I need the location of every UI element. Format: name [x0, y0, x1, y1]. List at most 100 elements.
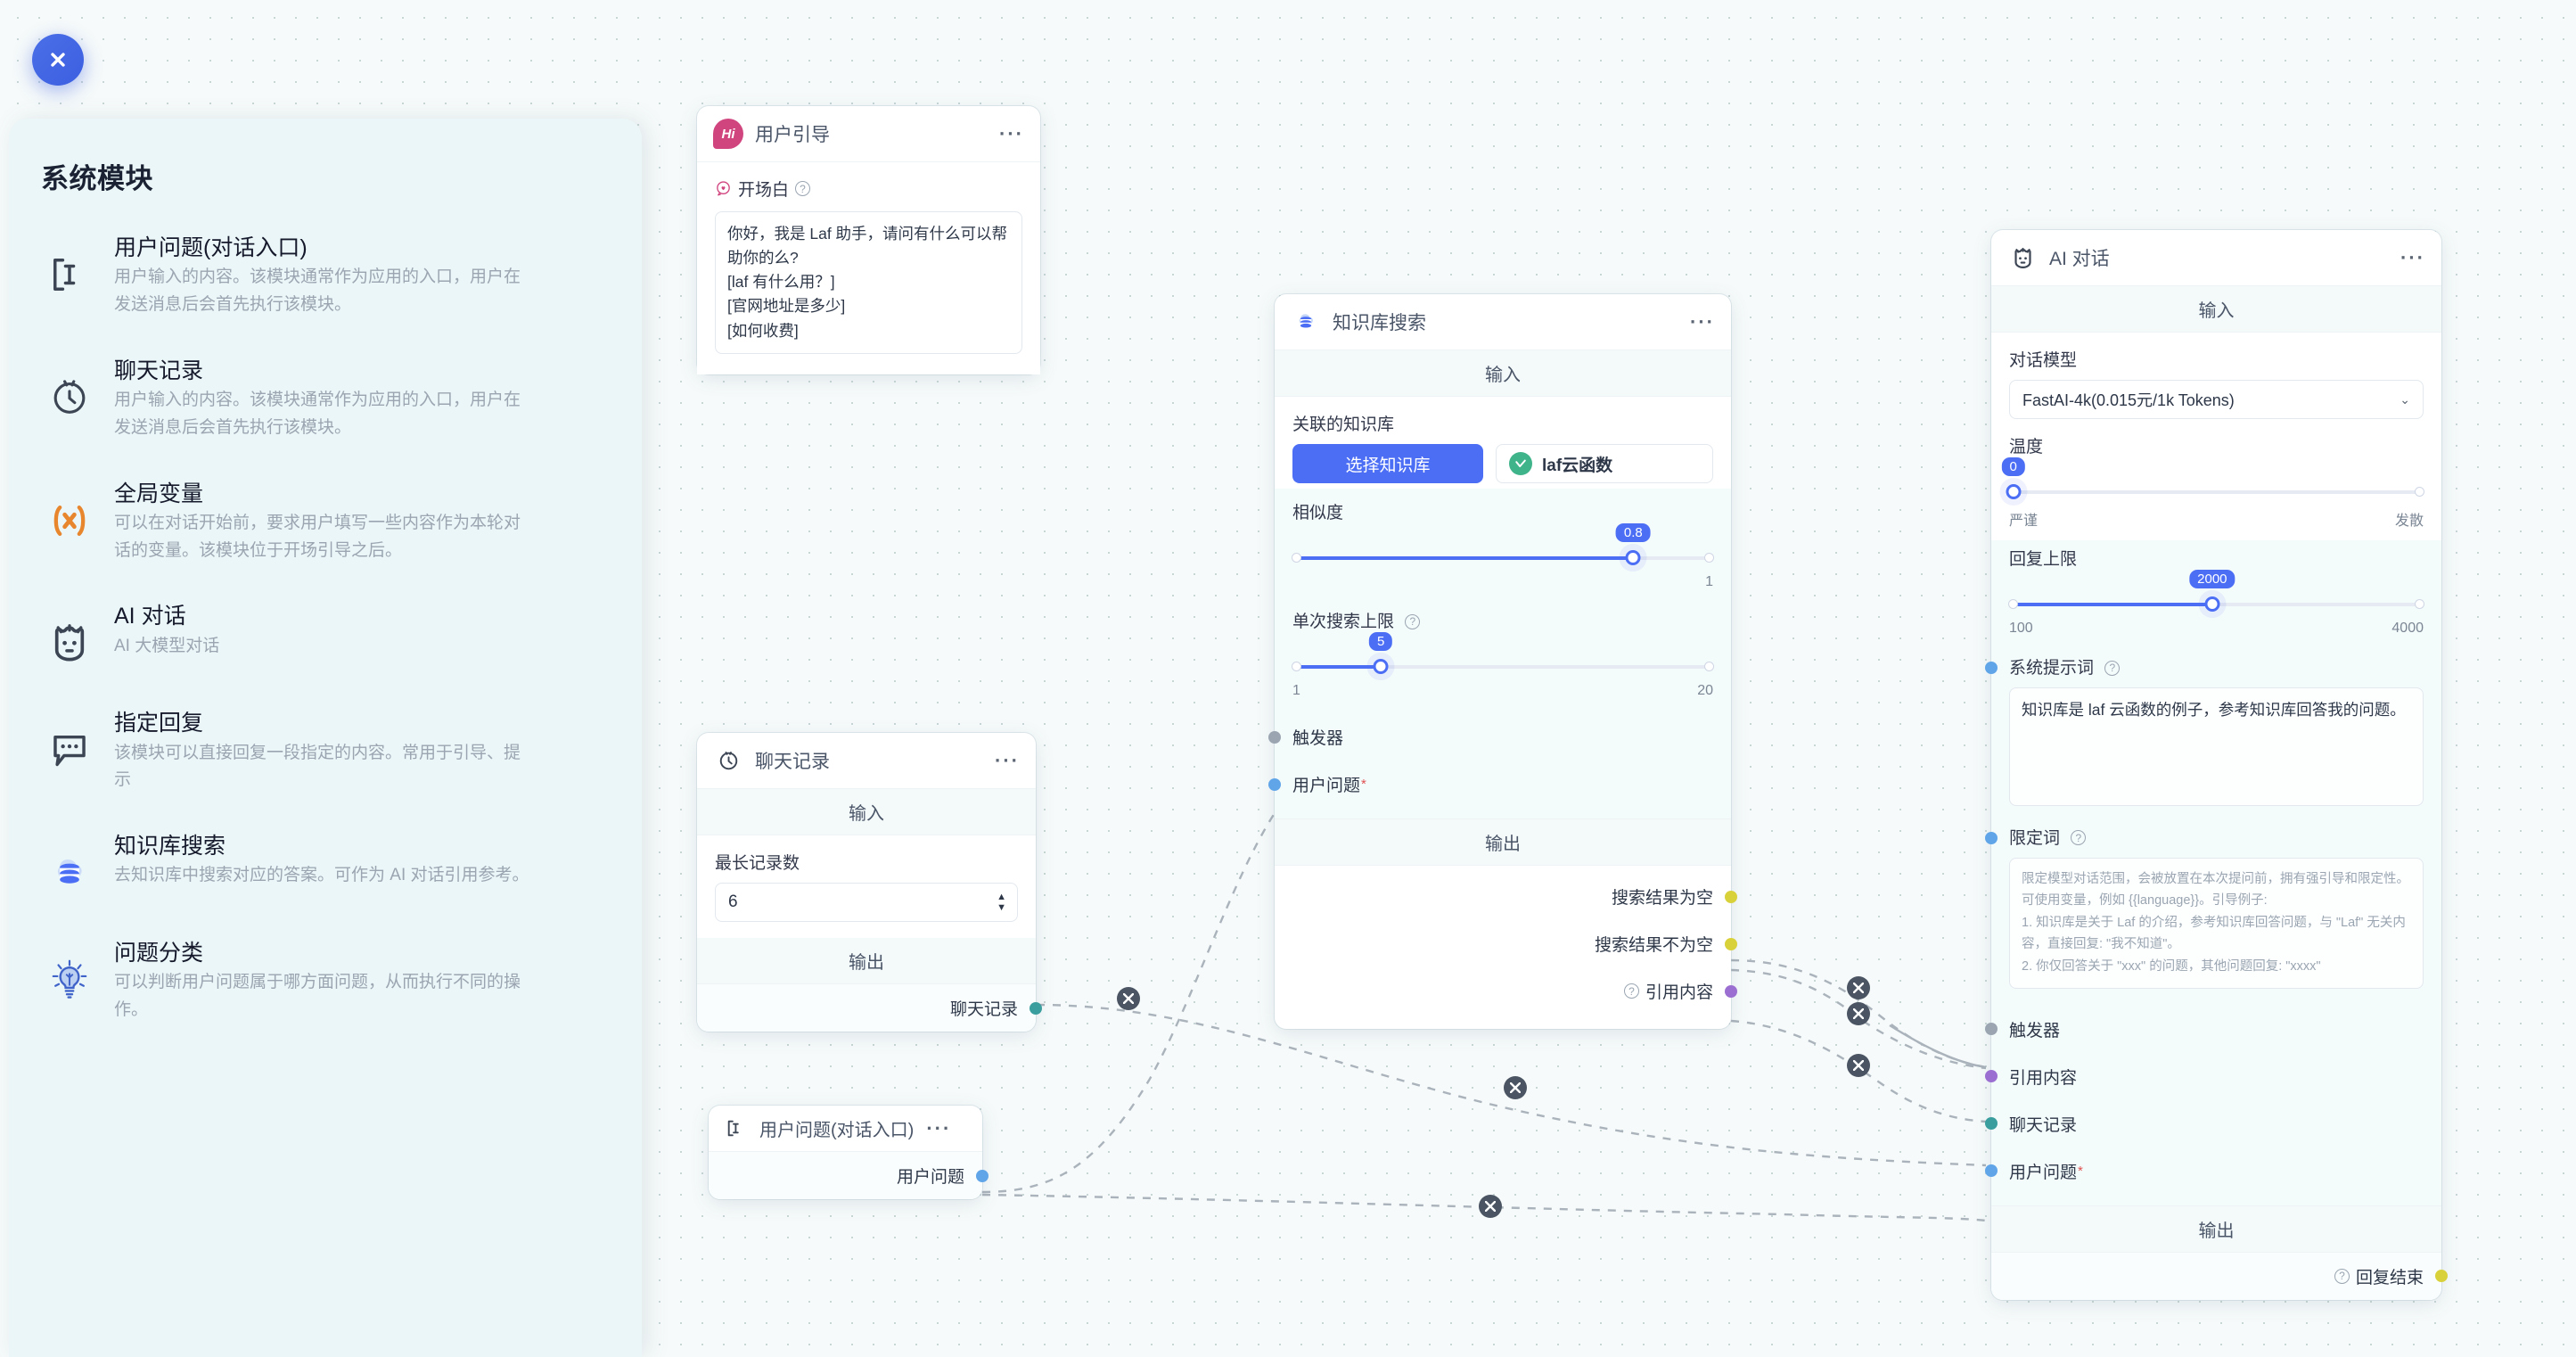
help-icon[interactable]: ?	[1623, 983, 1639, 999]
model-select[interactable]: FastAI-4k(0.015元/1k Tokens) ⌄	[2009, 380, 2424, 419]
system-prompt-input[interactable]: 知识库是 laf 云函数的例子，参考知识库回答我的问题。	[2009, 687, 2424, 806]
node-chat-history[interactable]: 聊天记录 ··· 输入 最长记录数 6 ▲ ▼ 输出 聊天记录	[697, 733, 1042, 1032]
port-label: 用户问题	[2009, 1163, 2078, 1182]
input-port-user-question[interactable]: 用户问题*	[1985, 1147, 2441, 1195]
node-menu-button[interactable]: ···	[999, 122, 1024, 145]
port-dot-limit-word[interactable]	[1985, 831, 1998, 844]
module-name: 知识库搜索	[114, 834, 226, 859]
node-ai-chat[interactable]: AI 对话 ··· 输入 对话模型 FastAI-4k(0.015元/1k To…	[1985, 230, 2448, 1300]
max-records-label: 最长记录数	[715, 854, 800, 873]
select-kb-button[interactable]: 选择知识库	[1292, 444, 1483, 483]
kb-chip-laf[interactable]: laf云函数	[1496, 444, 1713, 483]
module-item-specified-reply[interactable]: 指定回复 该模块可以直接回复一段指定的内容。常用于引导、提示	[9, 703, 642, 794]
node-menu-button[interactable]: ···	[995, 749, 1020, 772]
max-tokens-slider[interactable]: 2000	[2008, 570, 2424, 614]
chat-bubble-icon	[41, 721, 98, 778]
node-body: 最长记录数 6 ▲ ▼	[697, 835, 1036, 938]
slider-knob[interactable]	[2006, 484, 2022, 499]
edge-delete-button[interactable]	[1847, 1054, 1870, 1077]
opening-label: 开场白 ?	[715, 177, 1022, 202]
output-port-user-question[interactable]: 用户问题	[709, 1152, 989, 1199]
output-port-chat-history[interactable]: 聊天记录	[697, 984, 1042, 1032]
port-dot-system-prompt[interactable]	[1985, 662, 1998, 674]
node-menu-button[interactable]: ···	[1690, 310, 1715, 333]
module-item-global-variable[interactable]: 全局变量 可以在对话开始前，要求用户填写一些内容作为本轮对话的变量。该模块位于开…	[9, 474, 642, 565]
help-icon[interactable]: ?	[795, 181, 811, 196]
clock-history-icon	[41, 369, 98, 426]
input-port-user-question[interactable]: 用户问题*	[1268, 761, 1731, 808]
module-item-user-question[interactable]: 用户问题(对话入口) 用户输入的内容。该模块通常作为应用的入口，用户在发送消息后…	[9, 228, 642, 319]
max-records-stepper[interactable]: 6 ▲ ▼	[715, 883, 1018, 922]
temperature-slider[interactable]: 0	[2001, 457, 2424, 502]
slider-fill	[1292, 665, 1382, 669]
slider-max-dot	[1704, 662, 1714, 671]
module-desc: 去知识库中搜索对应的答案。可作为 AI 对话引用参考。	[114, 866, 529, 885]
output-port-not-empty[interactable]: 搜索结果不为空	[1275, 920, 1737, 967]
stepper-arrows[interactable]: ▲ ▼	[997, 891, 1006, 913]
module-item-ai-chat[interactable]: AI 对话 AI 大模型对话	[9, 596, 642, 671]
input-port-trigger[interactable]: 触发器	[1268, 713, 1731, 761]
slider-knob[interactable]	[1373, 659, 1389, 674]
close-panel-button[interactable]	[32, 34, 84, 86]
kb-chip-label: laf云函数	[1542, 456, 1613, 475]
node-user-guide[interactable]: Hi 用户引导 ··· 开场白 ? 你好，我是 Laf 助手，请问有什么可以帮助…	[697, 106, 1040, 374]
edge-delete-button[interactable]	[1479, 1195, 1502, 1218]
search-limit-slider[interactable]: 5	[1292, 632, 1714, 677]
slider-knob[interactable]	[1625, 550, 1641, 565]
port-dot[interactable]	[1268, 777, 1281, 791]
slider-min-dot	[1292, 662, 1301, 671]
node-user-question[interactable]: 用户问题(对话入口) ··· 用户问题	[709, 1106, 989, 1199]
port-dot[interactable]	[1725, 890, 1737, 903]
port-dot[interactable]	[1985, 1070, 1998, 1083]
port-dot[interactable]	[2435, 1270, 2448, 1283]
node-menu-button[interactable]: ···	[2400, 246, 2425, 269]
node-kb-search[interactable]: 知识库搜索 ··· 输入 关联的知识库 选择知识库 laf云函数 相似度	[1268, 294, 1737, 1029]
port-dot[interactable]	[1725, 937, 1737, 950]
port-dot[interactable]	[1268, 730, 1281, 744]
kb-label: 关联的知识库	[1292, 415, 1395, 434]
input-section-label: 输入	[1275, 350, 1731, 397]
port-dot[interactable]	[1985, 1164, 1998, 1178]
port-dot[interactable]	[1725, 984, 1737, 998]
edge-delete-button[interactable]	[1117, 987, 1140, 1010]
help-icon[interactable]: ?	[2334, 1268, 2350, 1284]
output-port-quote[interactable]: ? 引用内容	[1275, 967, 1737, 1015]
help-icon[interactable]: ?	[1405, 613, 1421, 629]
node-title: 用户引导	[755, 125, 830, 145]
module-item-question-classify[interactable]: 问题分类 可以判断用户问题属于哪方面问题，从而执行不同的操作。	[9, 933, 642, 1024]
slider-knob[interactable]	[2204, 596, 2220, 612]
node-menu-button[interactable]: ···	[926, 1117, 952, 1139]
robot-head-icon	[2007, 243, 2038, 273]
stepper-up-icon[interactable]: ▲	[997, 891, 1006, 902]
port-dot[interactable]	[976, 1169, 989, 1182]
limit-word-input[interactable]	[2009, 857, 2424, 989]
port-dot[interactable]	[1985, 1117, 1998, 1131]
similarity-slider[interactable]: 0.8	[1292, 523, 1714, 568]
output-port-finish[interactable]: ? 回复结束	[1991, 1252, 2448, 1300]
module-item-kb-search[interactable]: 知识库搜索 去知识库中搜索对应的答案。可作为 AI 对话引用参考。	[9, 827, 642, 901]
help-icon[interactable]: ?	[2071, 830, 2087, 845]
input-port-trigger[interactable]: 触发器	[1985, 1006, 2441, 1053]
input-port-chat-history[interactable]: 聊天记录	[1985, 1100, 2441, 1147]
opening-text-input[interactable]: 你好，我是 Laf 助手，请问有什么可以帮助你的么? [laf 有什么用？] […	[715, 211, 1022, 354]
clock-history-icon	[713, 745, 743, 776]
stepper-down-icon[interactable]: ▼	[997, 901, 1006, 913]
max-tokens-label: 回复上限	[2009, 550, 2078, 569]
port-dot[interactable]	[1985, 1023, 1998, 1036]
output-port-empty[interactable]: 搜索结果为空	[1275, 873, 1737, 920]
search-limit-value-bubble: 5	[1368, 632, 1393, 651]
slider-max-dot	[2415, 487, 2424, 497]
edge-delete-button[interactable]	[1504, 1076, 1527, 1099]
port-dot[interactable]	[1030, 1001, 1042, 1015]
help-icon[interactable]: ?	[2104, 660, 2121, 676]
database-cloud-icon	[41, 844, 98, 901]
module-item-chat-history[interactable]: 聊天记录 用户输入的内容。该模块通常作为应用的入口，用户在发送消息后会首先执行该…	[9, 351, 642, 442]
edge-delete-button[interactable]	[1847, 976, 1870, 999]
page-title: 系统模块	[41, 163, 153, 194]
similarity-label: 相似度	[1292, 504, 1344, 522]
input-port-quote[interactable]: 引用内容	[1985, 1053, 2441, 1100]
heart-chat-icon	[717, 181, 730, 196]
module-desc: 可以在对话开始前，要求用户填写一些内容作为本轮对话的变量。该模块位于开场引导之后…	[114, 513, 521, 560]
edge-delete-button[interactable]	[1847, 1002, 1870, 1025]
